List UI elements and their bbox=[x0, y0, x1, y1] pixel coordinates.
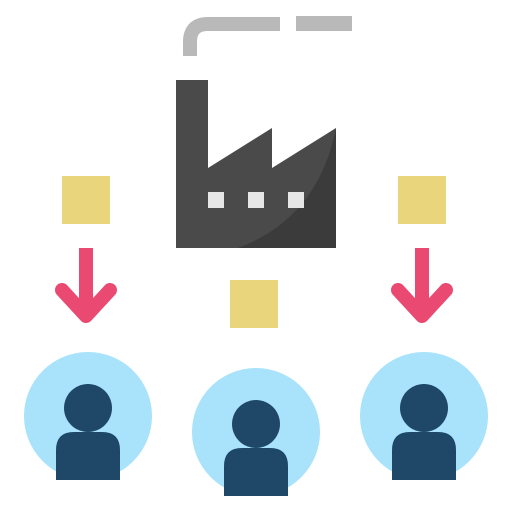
customer-avatar-center bbox=[192, 368, 320, 496]
arrow-down-right-icon bbox=[391, 248, 453, 323]
factory-icon bbox=[176, 80, 336, 248]
arrow-down-left-icon bbox=[55, 248, 117, 323]
smoke-lines bbox=[183, 16, 352, 56]
box-left bbox=[62, 176, 110, 224]
factory-window bbox=[208, 192, 224, 208]
user-body-icon bbox=[392, 432, 456, 480]
user-body-icon bbox=[224, 448, 288, 496]
user-body-icon bbox=[56, 432, 120, 480]
smoke-curve-line bbox=[183, 17, 280, 56]
smoke-straight-line bbox=[296, 16, 352, 31]
customer-avatar-right bbox=[360, 352, 488, 480]
box-right bbox=[398, 176, 446, 224]
box-center bbox=[230, 280, 278, 328]
factory-window bbox=[248, 192, 264, 208]
user-head-icon bbox=[400, 384, 448, 432]
factory-window bbox=[288, 192, 304, 208]
user-head-icon bbox=[232, 400, 280, 448]
product-boxes bbox=[62, 176, 446, 328]
user-head-icon bbox=[64, 384, 112, 432]
down-arrows bbox=[55, 248, 453, 323]
customer-avatar-left bbox=[24, 352, 152, 480]
factory-shadow bbox=[238, 128, 336, 248]
